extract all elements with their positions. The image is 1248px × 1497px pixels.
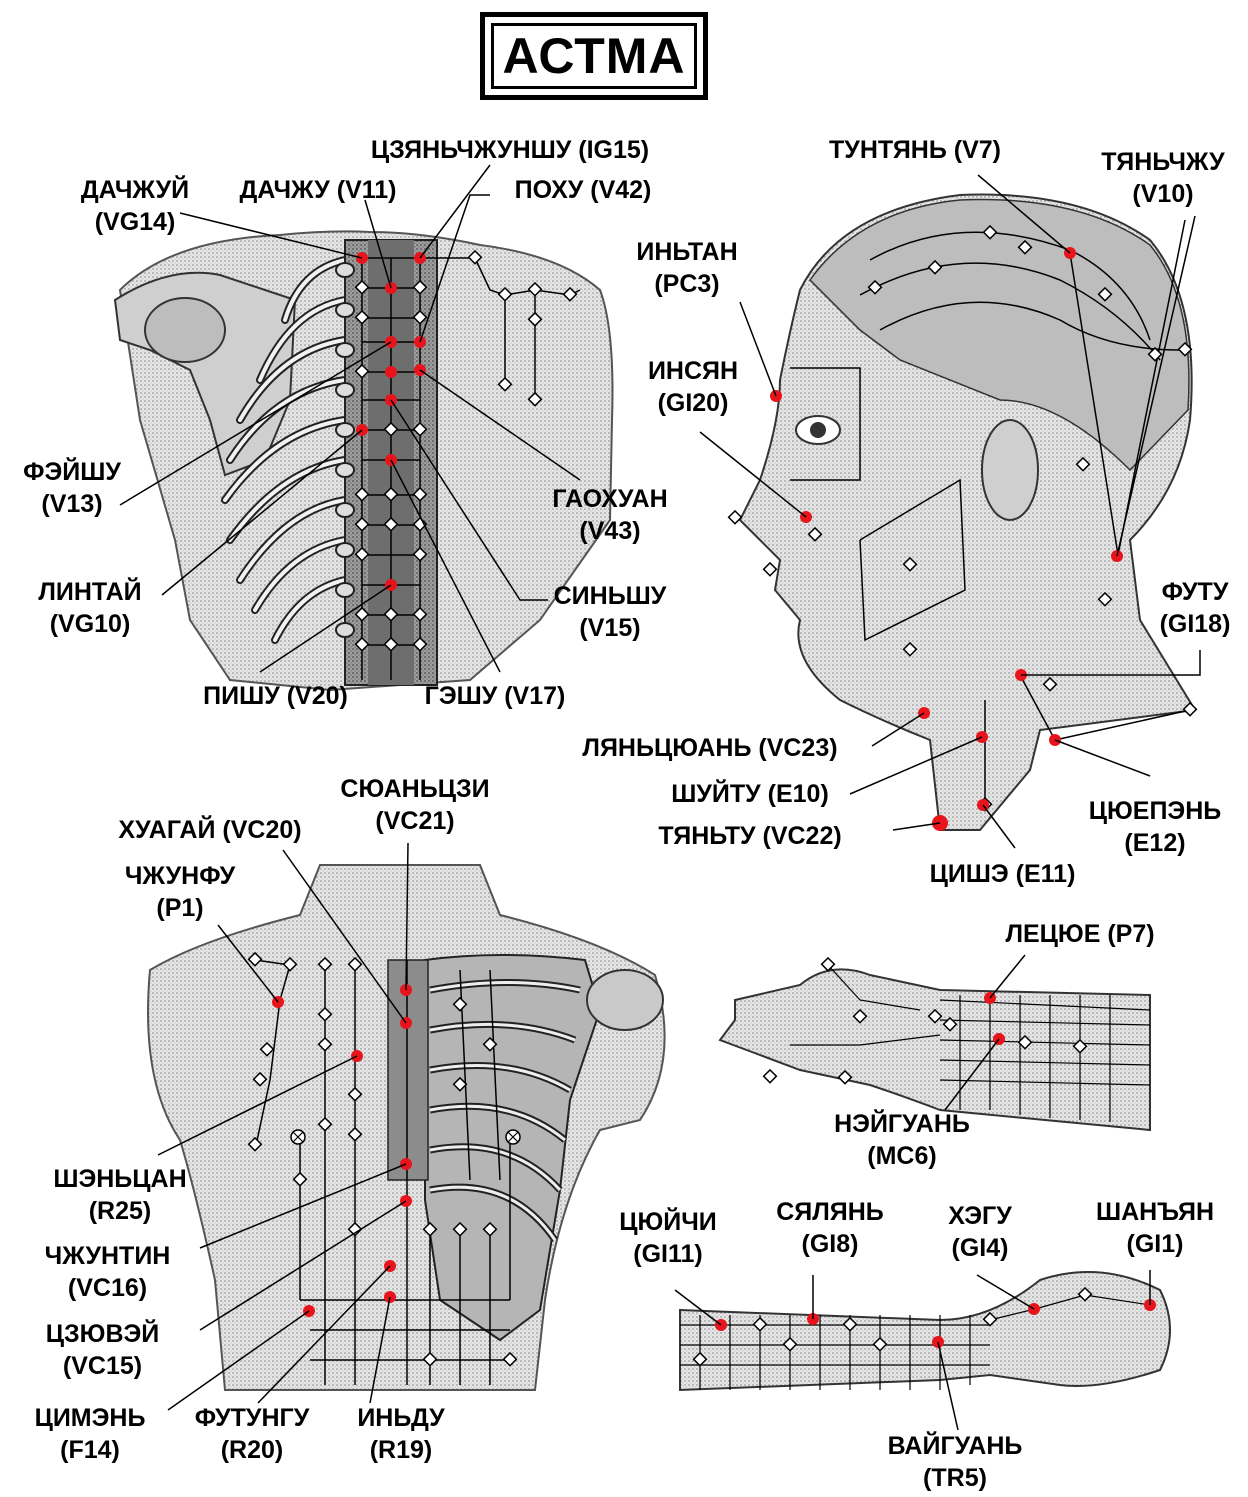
forearm-dorsal-figure xyxy=(680,1272,1170,1390)
label-gaohuan: ГАОХУАН(V43) xyxy=(530,483,690,547)
label-dachzhui: ДАЧЖУЙ(VG14) xyxy=(55,174,215,238)
label-indu: ИНЬДУ(R19) xyxy=(336,1402,466,1466)
label-pishu: ПИШУ (V20) xyxy=(178,680,373,712)
label-hegu: ХЭГУ(GI4) xyxy=(920,1200,1040,1264)
title-frame: АСТМА xyxy=(480,12,708,100)
label-cishe: ЦИШЭ (E11) xyxy=(905,858,1100,890)
label-vayguan: ВАЙГУАНЬ(TR5) xyxy=(855,1430,1055,1494)
label-futungu: ФУТУНГУ(R20) xyxy=(172,1402,332,1466)
label-tyanchzhu: ТЯНЬЧЖУ(V10) xyxy=(1078,146,1248,210)
label-leczyue: ЛЕЦЮЕ (P7) xyxy=(975,918,1185,950)
label-intan: ИНЬТАН(PC3) xyxy=(622,236,752,300)
label-czyuychi: ЦЮЙЧИ(GI11) xyxy=(598,1206,738,1270)
label-czyuepen: ЦЮЕПЭНЬ(E12) xyxy=(1060,795,1248,859)
label-syuanczi: СЮАНЬЦЗИ(VC21) xyxy=(320,773,510,837)
label-neyguan: НЭЙГУАНЬ(MC6) xyxy=(802,1108,1002,1172)
label-feyshu: ФЭЙШУ(V13) xyxy=(2,456,142,520)
label-lintay: ЛИНТАЙ(VG10) xyxy=(15,576,165,640)
label-tyantu: ТЯНЬТУ (VC22) xyxy=(610,820,890,852)
label-lyanczyuan: ЛЯНЬЦЮАНЬ (VC23) xyxy=(540,732,880,764)
page-title: АСТМА xyxy=(502,27,685,85)
label-tuntyan: ТУНТЯНЬ (V7) xyxy=(795,134,1035,166)
label-shencan: ШЭНЬЦАН(R25) xyxy=(25,1163,215,1227)
label-huagay: ХУАГАЙ (VC20) xyxy=(85,814,335,846)
title-inner-frame: АСТМА xyxy=(491,23,697,89)
label-chzhunfu: ЧЖУНФУ(P1) xyxy=(95,860,265,924)
label-chzhuntin: ЧЖУНТИН(VC16) xyxy=(15,1240,200,1304)
label-pohu: ПОХУ (V42) xyxy=(488,174,678,206)
label-shanyan: ШАНЪЯН(GI1) xyxy=(1070,1196,1240,1260)
label-syalyan: СЯЛЯНЬ(GI8) xyxy=(760,1196,900,1260)
label-sinshu: СИНЬШУ(V15) xyxy=(530,580,690,644)
label-czyanchzhunshu: ЦЗЯНЬЧЖУНШУ (IG15) xyxy=(330,134,690,166)
label-geshu: ГЭШУ (V17) xyxy=(400,680,590,712)
label-insyan: ИНСЯН(GI20) xyxy=(628,355,758,419)
label-shuytu: ШУЙТУ (E10) xyxy=(650,778,850,810)
label-futu: ФУТУ(GI18) xyxy=(1140,576,1248,640)
label-cimen: ЦИМЭНЬ(F14) xyxy=(15,1402,165,1466)
label-dachzhu: ДАЧЖУ (V11) xyxy=(228,174,408,206)
forearm-palm-figure xyxy=(720,958,1150,1130)
label-czyuvey: ЦЗЮВЭЙ(VC15) xyxy=(15,1318,190,1382)
